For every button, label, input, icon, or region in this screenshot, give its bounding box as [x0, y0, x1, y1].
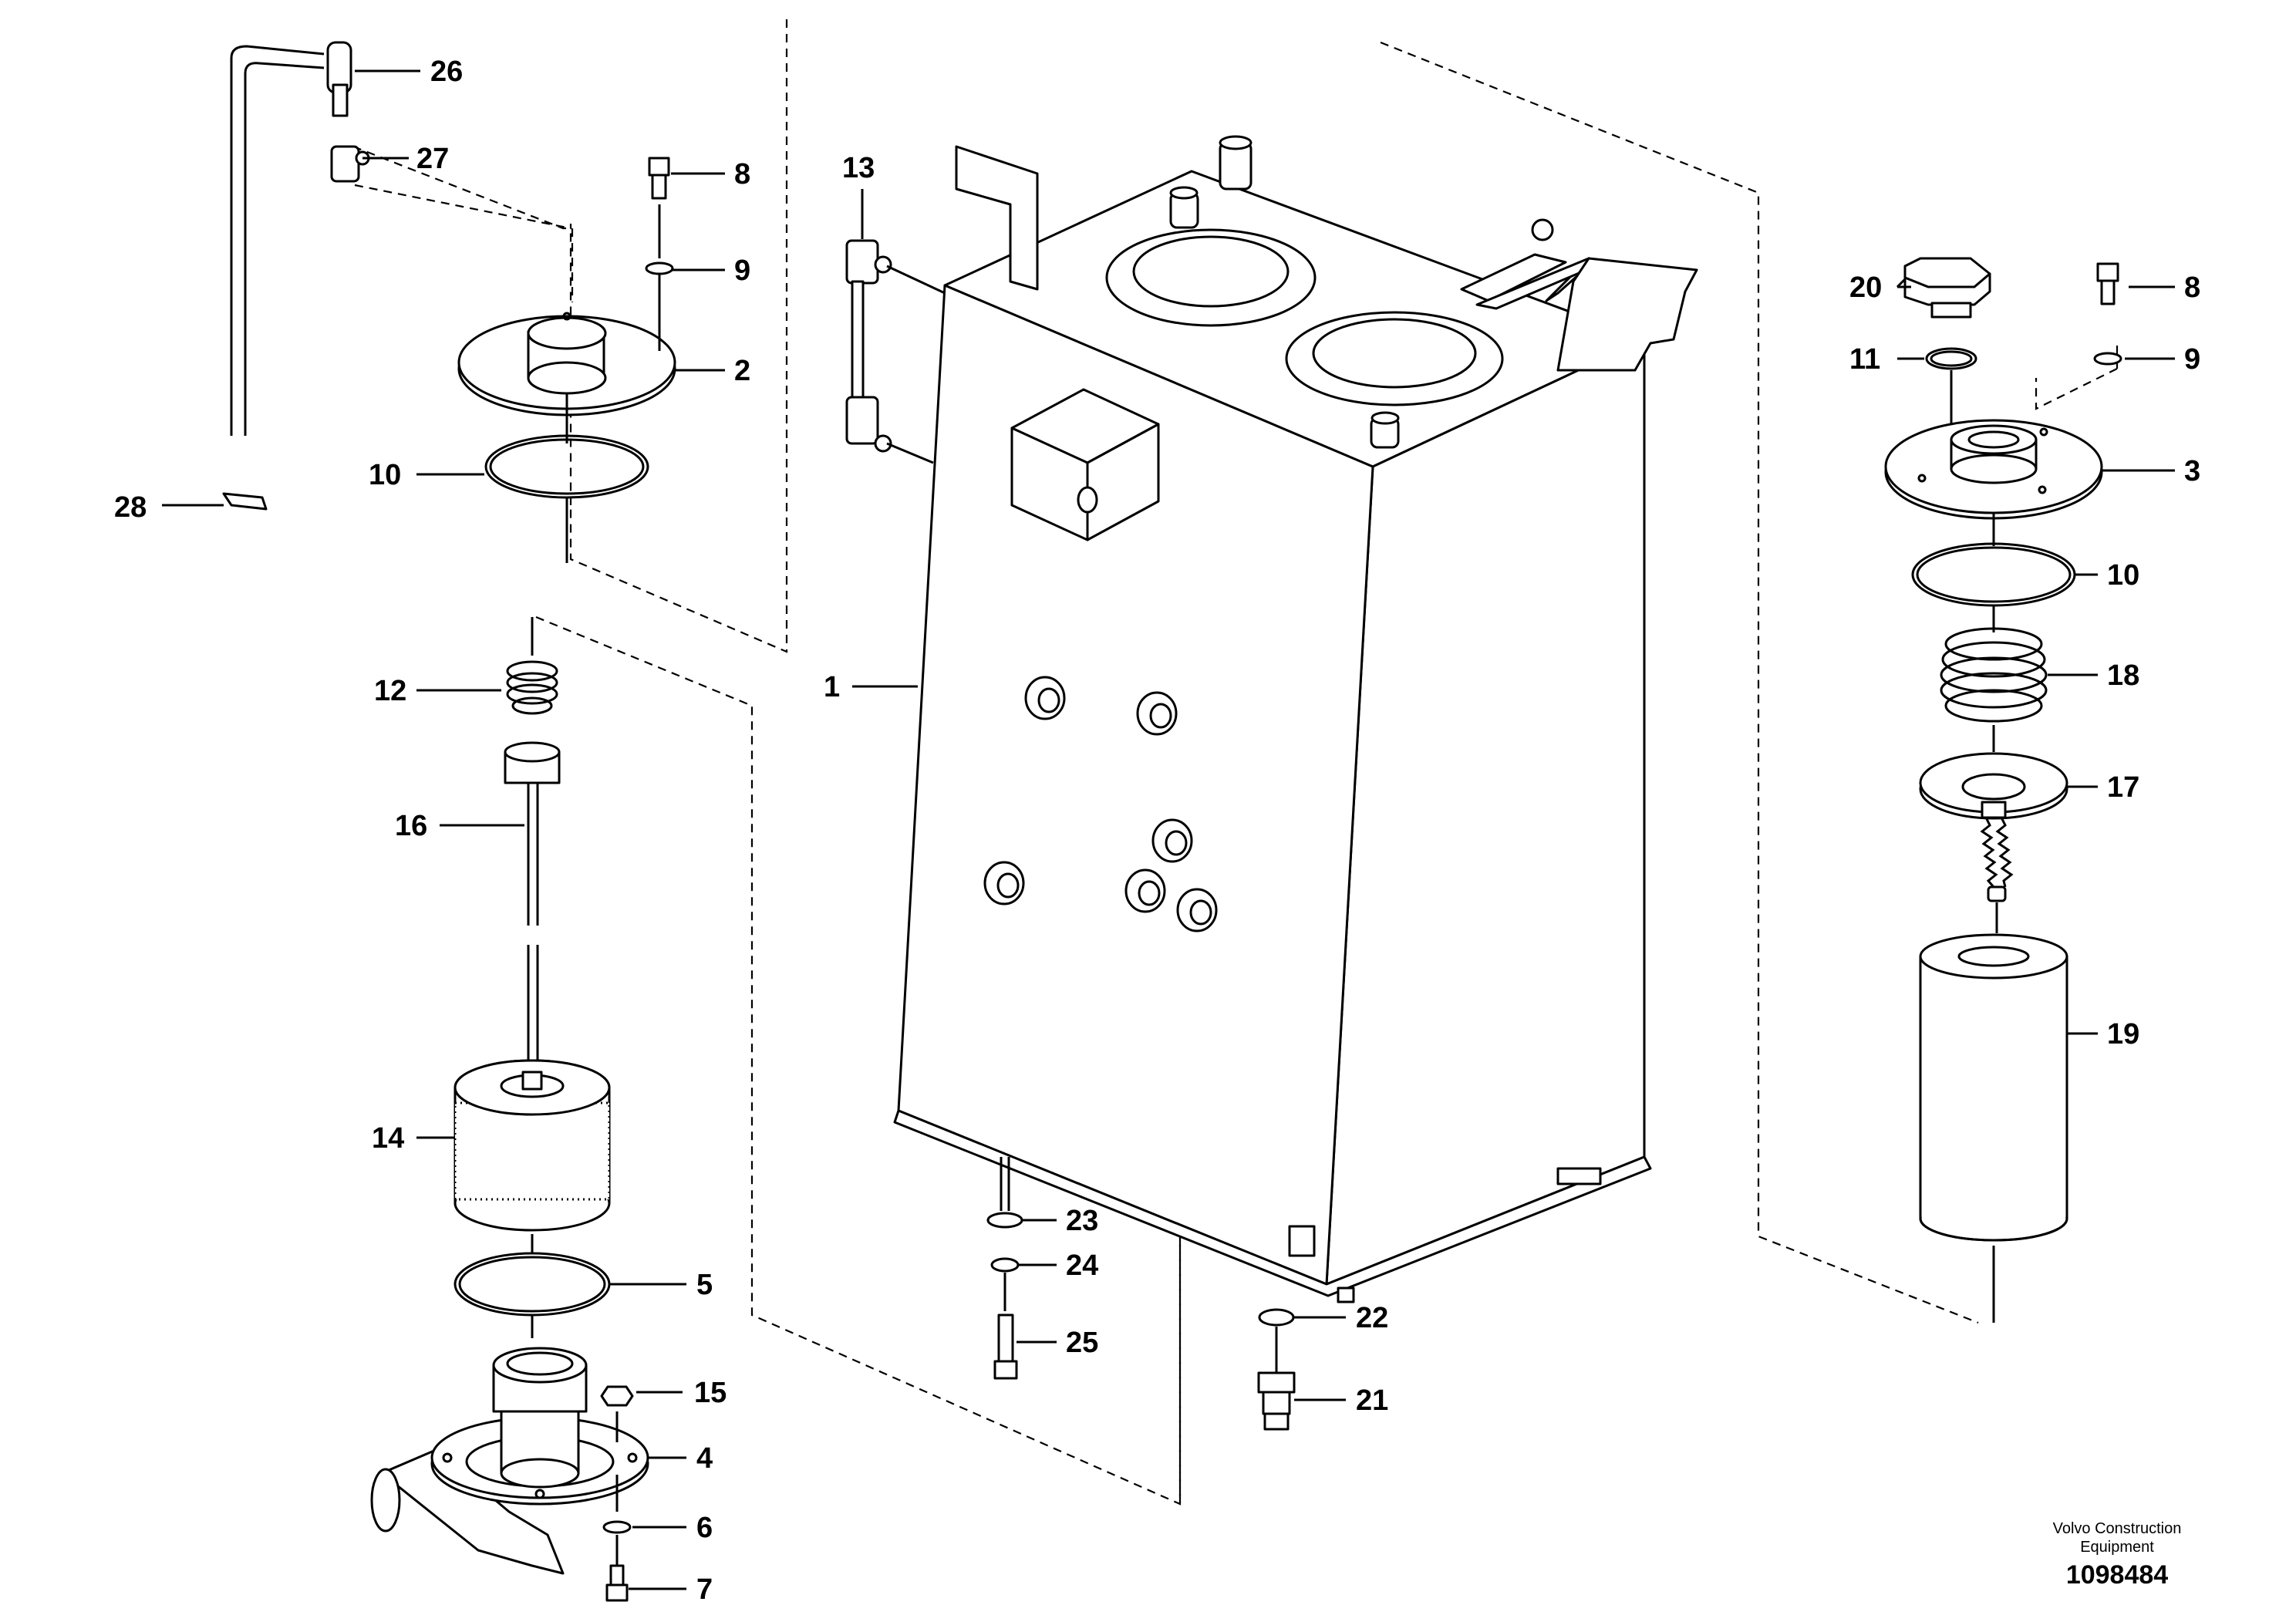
callout-8-right: 8	[2184, 271, 2200, 304]
callout-7: 7	[696, 1573, 713, 1606]
bolt-set-bottom-left	[600, 1385, 634, 1602]
callout-19: 19	[2107, 1018, 2139, 1050]
drain-plug	[1257, 1308, 1296, 1431]
callout-17: 17	[2107, 771, 2139, 804]
callout-10-right: 10	[2107, 559, 2139, 592]
return-filter-assembly	[370, 617, 649, 1575]
callout-4: 4	[696, 1442, 713, 1475]
filter-cover-left	[457, 312, 676, 563]
callout-22: 22	[1356, 1302, 1388, 1334]
callout-13: 13	[842, 152, 875, 184]
callout-16: 16	[395, 810, 427, 842]
callout-8-left: 8	[734, 158, 750, 191]
callout-2: 2	[734, 355, 750, 387]
callout-26: 26	[430, 56, 463, 88]
brand-line-1: Volvo Construction	[2053, 1520, 2182, 1537]
suction-filter-assembly	[1884, 257, 2103, 1323]
callout-9-right: 9	[2184, 343, 2200, 376]
callout-21: 21	[1356, 1384, 1388, 1417]
callout-28: 28	[114, 491, 147, 524]
callout-25: 25	[1066, 1327, 1098, 1359]
breather-hose	[222, 41, 370, 511]
tank-ports	[983, 676, 1316, 1257]
callout-1: 1	[824, 671, 840, 703]
callout-14: 14	[372, 1122, 404, 1155]
callout-12: 12	[374, 675, 406, 707]
callout-23: 23	[1066, 1205, 1098, 1237]
brand-line-2: Equipment	[2080, 1539, 2154, 1556]
callout-labels: 26 27 28 8 9 2 10 13 1 12 16 14 5 15 4 6…	[114, 56, 2200, 1606]
callout-24: 24	[1066, 1249, 1098, 1282]
callout-3: 3	[2184, 455, 2200, 487]
leader-lines	[162, 69, 2175, 1590]
brand-block: Volvo Construction Equipment 1098484	[2053, 1520, 2182, 1590]
document-number: 1098484	[2066, 1560, 2168, 1590]
bolt-set-right	[2093, 262, 2122, 366]
sight-gauge	[845, 239, 946, 464]
callout-20: 20	[1849, 271, 1882, 304]
callout-27: 27	[416, 143, 449, 175]
callout-6: 6	[696, 1512, 713, 1544]
callout-18: 18	[2107, 659, 2139, 692]
callout-11: 11	[1849, 343, 1880, 376]
callout-15: 15	[694, 1377, 727, 1409]
bolt-set-left	[645, 157, 674, 351]
bolt-set-tank-bottom	[986, 1157, 1023, 1380]
hydraulic-tank	[893, 135, 1698, 1303]
callout-5: 5	[696, 1269, 713, 1301]
callout-9-left: 9	[734, 255, 750, 287]
callout-10-left: 10	[369, 459, 401, 491]
